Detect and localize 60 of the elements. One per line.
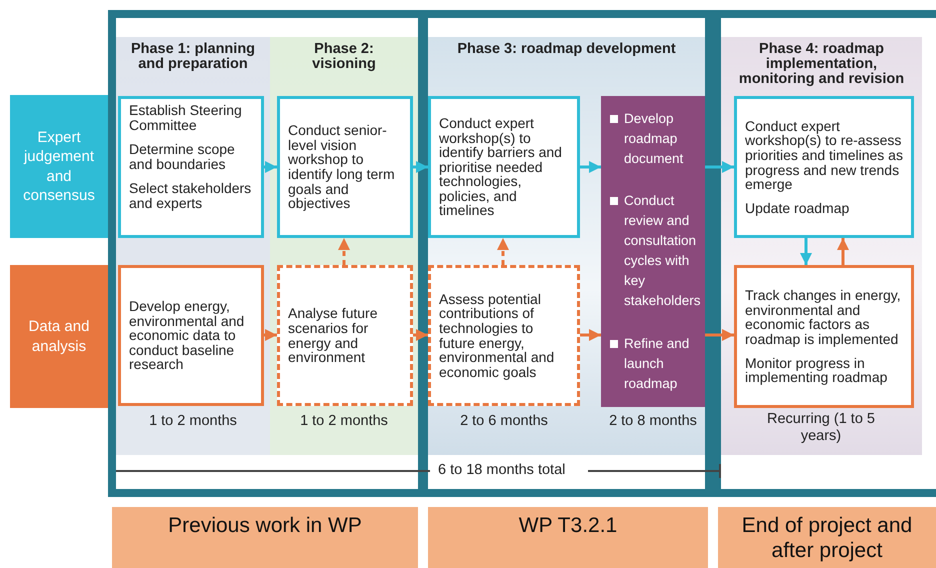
work-package-box [112,507,418,568]
activity-box [734,265,914,408]
activity-text: Conduct senior-level vision workshop to identify long term goals and objectives [288,123,396,211]
activity-box [428,96,580,238]
activity-text: Analyse future scenarios for energy and environment [288,306,378,365]
arrow [264,329,277,341]
activity-text: Assess potential contributions of technologies to future energy, environmental and economic goals [439,292,556,380]
activity-text: Monitor progress in implementing roadmap [745,356,888,385]
work-package-box [428,507,708,568]
activity-text: Develop energy, environmental and economic data to conduct baseline research [129,299,246,372]
phase-heading: Phase 1: planning and preparation [130,42,256,72]
activity-box [428,265,580,406]
step-text: Develop roadmap document [610,108,699,169]
activity-box [277,96,413,238]
duration-label: Recurring (1 to 5 years) [766,411,876,444]
activity-text: Track changes in energy, environmental and economic factors as roadmap is implemented [745,288,902,347]
work-package-label: Previous work in WP [168,514,362,537]
work-package-label: WP T3.2.1 [518,514,618,537]
row-header-box [10,95,108,238]
arrow [705,329,734,341]
arrow [264,161,277,173]
duration-label: 1 to 2 months [148,413,238,430]
step-text: Conduct review and consultation cycles with key stakeholders [610,191,699,312]
activity-text: Establish Steering Committee [129,103,243,132]
activity-box [118,265,264,406]
arrow [705,161,734,173]
activity-text: Update roadmap [745,200,850,216]
phase-panel [428,37,705,455]
arrow [580,161,601,173]
work-package-box [718,507,936,568]
activity-text: Select stakeholders and experts [129,181,252,210]
row-header-label: Data and analysis [28,317,90,356]
phase-panel [270,37,418,455]
duration-label: 2 to 8 months [608,413,698,430]
phase-panel [116,37,270,455]
arrow [580,329,601,341]
activity-text: Conduct expert workshop(s) to identify barriers and prioritise needed technologies, policies, and timelines [439,116,563,218]
step-text: Refine and launch roadmap [610,334,699,394]
arrow [413,161,428,173]
phase-heading: Phase 4: roadmap implementation, monitoring and revision [738,42,906,88]
row-header-label: Expert judgement and consensus [22,128,96,206]
work-package-label: End of project and after project [742,514,912,562]
activity-box [118,96,264,238]
duration-label: 2 to 6 months [459,413,549,430]
phase-heading: Phase 2: visioning [311,42,377,72]
arrow [800,238,812,265]
arrow [413,329,428,341]
duration-total-label: 6 to 18 months total [438,462,566,478]
activity-text: Determine scope and boundaries [129,142,236,172]
arrow [837,238,849,265]
phase-panel [721,37,922,455]
arrow [338,238,350,265]
arrow [497,238,509,265]
phase-heading: Phase 3: roadmap development [456,42,677,58]
activity-box [734,96,914,238]
activity-box [277,265,413,406]
duration-label: 1 to 2 months [299,413,389,430]
roadmap-steps-box [601,96,705,407]
activity-text: Conduct expert workshop(s) to re-assess priorities and timelines as progress and new trends emerge [745,118,903,192]
row-header-box [10,265,108,408]
